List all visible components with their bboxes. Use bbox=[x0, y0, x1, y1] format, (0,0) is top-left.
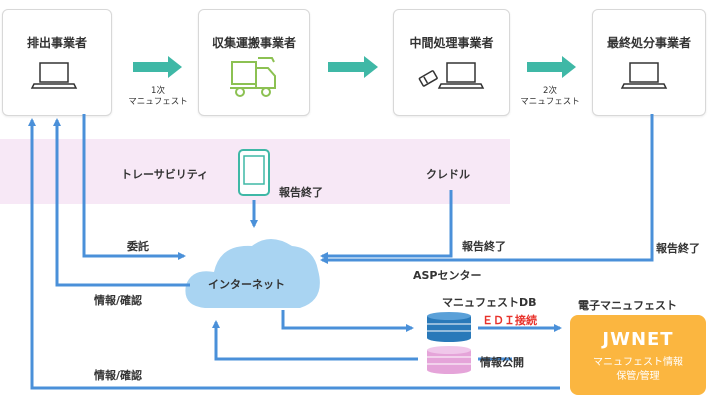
manifest-db-label: マニュフェストDB bbox=[442, 296, 537, 309]
jwnet-box: JWNET マニュフェスト情報 保管/管理 bbox=[570, 315, 706, 395]
final-box: 最終処分事業者 bbox=[592, 9, 706, 116]
report-done-label-1: 報告終了 bbox=[279, 186, 323, 199]
truck-icon bbox=[230, 57, 276, 97]
final-title: 最終処分事業者 bbox=[606, 36, 691, 50]
arrow-info-1 bbox=[53, 118, 190, 287]
credle-label: クレドル bbox=[426, 168, 470, 181]
edi-label: ＥＤＩ接続 bbox=[482, 314, 537, 327]
report-done-label-3: 報告終了 bbox=[656, 242, 700, 255]
collector-box: 収集運搬事業者 bbox=[198, 9, 310, 116]
internet-label: インターネット bbox=[208, 278, 285, 291]
flow-arrow-1 bbox=[133, 56, 182, 78]
arrow-info-2 bbox=[28, 118, 560, 390]
entrust-label: 委託 bbox=[127, 240, 149, 253]
jwnet-line1: マニュフェスト情報 bbox=[593, 357, 683, 368]
flow-arrow-3 bbox=[527, 56, 576, 78]
traceability-label: トレーサビリティ bbox=[121, 168, 209, 181]
laptop-with-device-icon bbox=[418, 62, 485, 89]
laptop-icon bbox=[620, 62, 668, 89]
cloud-icon bbox=[185, 239, 320, 308]
info-confirm-label-1: 情報/確認 bbox=[94, 294, 143, 307]
asp-center-label: ASPセンター bbox=[413, 269, 482, 282]
e-manifest-label: 電子マニュフェスト bbox=[578, 299, 677, 312]
arrow-cloud-to-db bbox=[281, 310, 414, 332]
laptop-icon bbox=[30, 62, 78, 89]
database-icon bbox=[427, 346, 471, 374]
first-manifest-label: 1次 マニュフェスト bbox=[128, 86, 188, 107]
report-done-label-2: 報告終了 bbox=[462, 240, 506, 253]
jwnet-title: JWNET bbox=[602, 329, 674, 350]
collector-title: 収集運搬事業者 bbox=[211, 36, 296, 50]
info-confirm-label-2: 情報/確認 bbox=[94, 369, 143, 382]
intermediate-title: 中間処理事業者 bbox=[409, 36, 494, 50]
flow-arrow-2 bbox=[328, 56, 378, 78]
jwnet-line2: 保管/管理 bbox=[616, 371, 660, 382]
arrow-final-report bbox=[320, 114, 654, 264]
tablet-icon bbox=[238, 149, 270, 196]
second-manifest-label: 2次 マニュフェスト bbox=[520, 86, 580, 107]
arrow-credle bbox=[320, 190, 453, 260]
arrow-db-to-cloud bbox=[212, 320, 418, 361]
info-public-label: 情報公開 bbox=[480, 356, 524, 369]
database-icon bbox=[427, 312, 471, 342]
emitter-title: 排出事業者 bbox=[26, 36, 87, 50]
arrow-entrust bbox=[82, 114, 186, 260]
